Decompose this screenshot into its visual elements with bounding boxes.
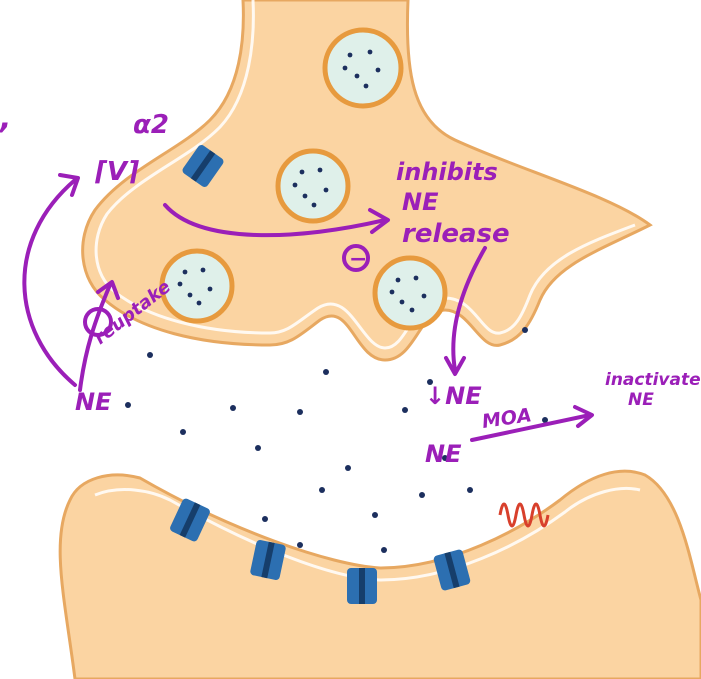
vesicle [375,258,445,328]
postsynaptic-receptor [347,568,377,604]
minus-label: − [349,247,367,272]
ne-mao-label: NE [425,440,462,468]
release-label: release [402,219,510,249]
decreased-ne-label: ↓NE [425,382,482,410]
alpha2-label: α2 [133,110,169,140]
ne-to-receptor-arrow [24,180,75,385]
ne-left-label: NE [75,388,112,416]
inactivate-label: inactivate [605,370,701,390]
partial-comma-text: , [0,101,11,136]
inactivate-ne-label: NE [628,390,654,410]
inhibits-label: inhibits [396,158,498,186]
vesicle [162,251,232,321]
inhibits-ne-label: NE [402,188,439,216]
vesicle [325,30,401,106]
vesicle [278,151,348,221]
postsynaptic-membrane [60,471,701,679]
receptor-glyph-label: ⌈V⌉ [95,157,139,187]
postsynaptic-terminal [60,471,701,679]
